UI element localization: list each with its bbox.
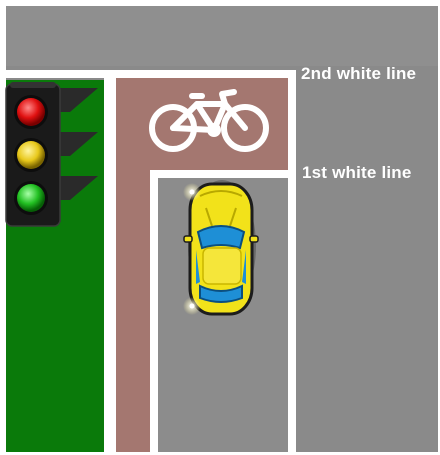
first-white-line	[150, 170, 296, 178]
car-lane-left-line	[150, 170, 158, 452]
second-white-line	[6, 70, 296, 78]
red-lamp	[17, 98, 45, 126]
amber-lamp	[17, 141, 45, 169]
verge-kerb-line	[104, 70, 116, 452]
green-lamp	[17, 184, 45, 212]
car-icon	[183, 180, 258, 315]
cycle-box	[116, 78, 296, 170]
first-white-line-label: 1st white line	[302, 163, 412, 183]
left-edge	[0, 66, 6, 455]
lane-divider-line	[288, 78, 296, 452]
second-white-line-label: 2nd white line	[301, 64, 416, 84]
cycle-lane	[116, 170, 150, 452]
right-road	[296, 78, 438, 452]
top-road-band	[6, 6, 438, 66]
